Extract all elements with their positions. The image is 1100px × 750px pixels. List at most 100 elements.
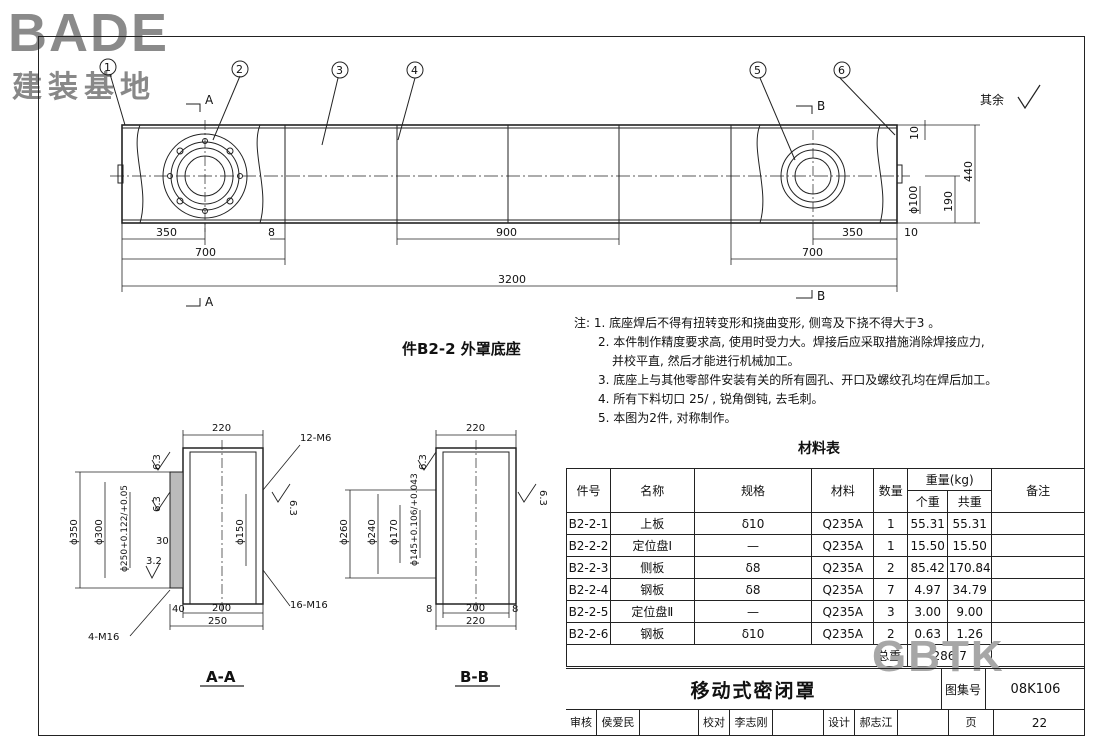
page-label: 页	[949, 710, 994, 736]
table-cell: δ10	[693, 622, 813, 645]
col-spec: 规格	[693, 468, 813, 513]
bb-dim-220: 220	[466, 423, 485, 434]
table-cell: δ8	[693, 578, 813, 601]
aa-dim-phi350: ϕ350	[69, 519, 80, 545]
table-cell: 15.50	[947, 534, 993, 557]
note-2: 2. 本件制作精度要求高, 使用时受力大。焊接后应采取措施消除焊接应力,	[598, 335, 985, 349]
dim-10-right: 10	[904, 226, 918, 239]
callout-4: 4	[411, 64, 418, 77]
table-cell: B2-2-2	[566, 534, 611, 557]
brand-logo: BADE	[8, 3, 170, 63]
table-cell: 0.63	[907, 622, 949, 645]
aa-rough-left: 6.3	[152, 496, 163, 512]
callout-2: 2	[236, 63, 243, 76]
locating-disc-right	[780, 130, 846, 222]
table-cell: B2-2-3	[566, 556, 611, 579]
designer-signature	[898, 710, 949, 736]
bb-rough-top: 6.3	[418, 454, 429, 470]
atlas-number: 08K106	[986, 669, 1085, 710]
table-cell: B2-2-6	[566, 622, 611, 645]
title-block: 移动式密闭罩 图集号 08K106 审核 侯爱民 校对 李志刚 设计 郝志江 页…	[566, 668, 1085, 736]
table-cell: 3.00	[907, 600, 949, 623]
table-cell: 2	[873, 556, 909, 579]
materials-title: 材料表	[798, 441, 840, 457]
table-cell: B2-2-1	[566, 512, 611, 535]
table-cell: 85.42	[907, 556, 949, 579]
watermark: GBTK	[872, 632, 1005, 681]
drawing-frame	[38, 36, 1085, 736]
total-value: 286.7	[907, 644, 993, 667]
aa-dim-phi250: ϕ250+0.122/+0.05	[120, 485, 130, 572]
bb-dim-phi260: ϕ260	[339, 519, 350, 545]
break-line-right	[756, 124, 764, 224]
review-label: 审核	[566, 710, 597, 736]
bb-dim-phi240: ϕ240	[367, 519, 378, 545]
dim-900: 900	[496, 226, 517, 239]
end-stub-right	[896, 164, 903, 184]
total-label: 总重	[565, 644, 909, 667]
dim-700-left: 700	[195, 246, 216, 259]
section-bb-caption: B-B	[460, 668, 490, 686]
total-remark	[991, 644, 1085, 667]
aa-dim-30: 30	[156, 536, 169, 547]
section-mark-a-top: A	[205, 93, 214, 107]
aa-dim-250: 250	[208, 616, 227, 627]
checker-name: 李志刚	[730, 710, 773, 736]
table-cell: 侧板	[609, 556, 695, 579]
break-line-left-2	[256, 124, 264, 224]
dim-8: 8	[268, 226, 275, 239]
table-cell: —	[693, 534, 813, 557]
note-4: 4. 所有下料切口 25/ , 锐角倒钝, 去毛刺。	[598, 392, 824, 406]
table-cell: Q235A	[811, 556, 875, 579]
table-cell: Q235A	[811, 578, 875, 601]
dim-3200: 3200	[498, 273, 526, 286]
table-cell	[991, 622, 1085, 645]
table-cell	[991, 534, 1085, 557]
note-5: 5. 本图为2件, 对称制作。	[598, 411, 737, 425]
reviewer-signature	[640, 710, 699, 736]
aa-thread-16m16: 16-M16	[290, 600, 328, 611]
bb-dim-200: 200	[466, 603, 485, 614]
table-cell: 3	[873, 600, 909, 623]
table-cell: 定位盘Ⅰ	[609, 534, 695, 557]
table-cell: 15.50	[907, 534, 949, 557]
col-remark: 备注	[991, 468, 1085, 513]
table-cell: 定位盘Ⅱ	[609, 600, 695, 623]
reviewer-name: 侯爱民	[597, 710, 640, 736]
main-view-caption: 件B2-2 外罩底座	[402, 340, 521, 358]
aa-dim-40: 40	[172, 604, 185, 615]
bb-dim-220-bottom: 220	[466, 616, 485, 627]
col-material: 材料	[811, 468, 875, 513]
note-2-cont: 并校平直, 然后才能进行机械加工。	[612, 354, 800, 368]
dim-700-right: 700	[802, 246, 823, 259]
drawing-title: 移动式密闭罩	[690, 679, 817, 702]
table-cell: 钢板	[609, 578, 695, 601]
col-name: 名称	[609, 468, 695, 513]
bb-rough-right: 6.3	[537, 490, 548, 506]
dim-350-left: 350	[156, 226, 177, 239]
aa-thread-4m16: 4-M16	[88, 632, 119, 643]
note-1: 注: 1. 底座焊后不得有扭转变形和挠曲变形, 侧弯及下挠不得大于3 。	[574, 316, 941, 330]
callout-1: 1	[104, 61, 111, 74]
table-cell: 9.00	[947, 600, 993, 623]
table-cell: 1	[873, 512, 909, 535]
dim-190: 190	[942, 191, 955, 212]
locating-disc-left	[162, 120, 248, 232]
checker-signature	[773, 710, 824, 736]
check-label: 校对	[699, 710, 730, 736]
note-3: 3. 底座上与其他零部件安装有关的所有圆孔、开口及螺纹孔均在焊后加工。	[598, 373, 998, 387]
col-part-no: 件号	[566, 468, 611, 513]
section-bb-drawing	[345, 430, 537, 630]
aa-rough-32: 3.2	[146, 556, 162, 567]
col-qty: 数量	[873, 468, 909, 513]
aa-rough-right: 6.3	[287, 500, 298, 516]
section-aa-caption: A-A	[206, 668, 236, 686]
table-cell: δ8	[693, 556, 813, 579]
